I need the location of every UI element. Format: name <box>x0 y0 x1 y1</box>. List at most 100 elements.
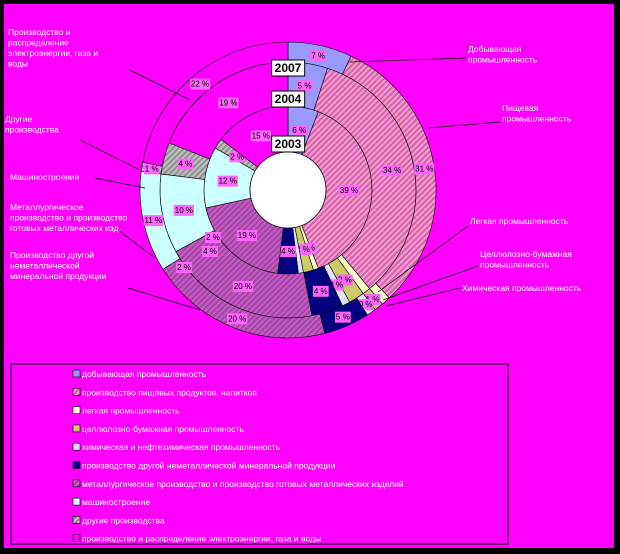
pct-label-2004-4: 0 % <box>329 280 343 289</box>
pct-label-2004-8: 4 % <box>178 160 192 169</box>
legend-swatch-7 <box>72 497 81 506</box>
legend-box <box>10 363 509 545</box>
pct-label-2003-6: 19 % <box>238 231 256 240</box>
legend-label-5: производство другой неметаллической мине… <box>82 461 336 471</box>
legend-swatch-3 <box>72 424 81 433</box>
callout-line-2 <box>377 225 469 293</box>
category-label-7: Машиностроение <box>10 172 80 182</box>
callout-line-5 <box>129 69 191 101</box>
callout-line-1 <box>427 121 501 129</box>
pct-label-bg-2003-5 <box>280 246 296 257</box>
legend-label-1: производство пищевых продуктов, напитков <box>82 387 257 397</box>
callout-line-4 <box>385 287 461 307</box>
callout-line-3 <box>382 265 479 301</box>
pct-label-bg-2004-6 <box>232 280 253 292</box>
legend-swatch-9 <box>72 534 81 543</box>
legend-swatch-6 <box>72 479 81 488</box>
extra-pct-label-1: 4 % <box>203 247 217 256</box>
legend-label-8: другие производства <box>82 515 165 525</box>
ring-year-2007: 2007 <box>275 61 302 75</box>
callout-line-8 <box>117 229 156 259</box>
pct-label-2004-3: 2 % <box>338 275 352 284</box>
pct-label-2007-6: 20 % <box>228 314 246 323</box>
doughnut-hole <box>249 151 327 229</box>
pct-label-bg-2003-7 <box>217 175 238 187</box>
pct-label-bg-2007-8 <box>143 163 160 175</box>
pct-label-2004-9: 19 % <box>219 98 237 107</box>
ring-year-box-2007 <box>271 59 306 77</box>
legend-label-9: производство и распределение электроэнер… <box>82 534 321 544</box>
pct-label-bg-2007-5 <box>334 311 351 323</box>
pct-label-2003-7: 12 % <box>219 177 237 186</box>
callout-line-6 <box>79 139 141 171</box>
callout-line-7 <box>94 177 146 189</box>
pct-label-2007-8: 1 % <box>145 164 159 173</box>
pct-label-2004-7: 10 % <box>175 206 193 215</box>
category-label-4: Химическая промышленность <box>462 283 582 293</box>
category-label-2: Легкая промышленность <box>470 216 569 226</box>
pct-label-bg-2004-9 <box>218 97 239 109</box>
legend-swatch-0 <box>72 369 81 378</box>
legend-swatch-1 <box>72 387 81 396</box>
extra-pct-label-bg-2 <box>176 262 192 273</box>
ring-year-2004: 2004 <box>275 92 302 106</box>
pct-label-2007-4: 0 % <box>359 300 373 309</box>
pct-label-bg-2003-9 <box>250 130 271 142</box>
legend-swatch-5 <box>72 461 81 469</box>
pct-label-bg-2003-6 <box>236 230 258 242</box>
pct-label-2004-5: 4 % <box>314 287 328 296</box>
pct-label-2007-9: 22 % <box>191 80 209 89</box>
ring-year-2003: 2003 <box>275 137 302 151</box>
pct-label-2007-7: 11 % <box>145 216 163 225</box>
pct-label-2007-5: 5 % <box>336 313 350 322</box>
pct-label-2003-1: 39 % <box>340 186 358 195</box>
pct-label-2003-8: 2 % <box>230 152 244 161</box>
pct-label-2004-6: 20 % <box>234 282 252 291</box>
legend-label-2: легкая промышленность <box>82 406 180 416</box>
pct-label-bg-2007-0 <box>310 50 327 62</box>
pct-label-2007-0: 7 % <box>311 51 325 60</box>
pct-label-2004-1: 34 % <box>383 166 401 175</box>
pct-label-2003-0: 6 % <box>292 126 306 135</box>
legend-label-0: добывающая промышленность <box>82 369 207 379</box>
callout-line-0 <box>349 57 467 63</box>
pct-label-bg-2004-1 <box>382 165 403 177</box>
pct-label-2003-5: 4 % <box>281 247 295 256</box>
pct-label-bg-2004-8 <box>177 158 194 170</box>
pct-label-bg-2003-8 <box>229 151 246 163</box>
legend-swatch-2 <box>72 406 81 414</box>
pct-label-bg-2007-1 <box>414 163 435 175</box>
extra-pct-label-bg-0 <box>205 232 221 243</box>
pct-label-bg-2003-1 <box>338 185 360 196</box>
legend-swatch-8 <box>72 516 81 524</box>
ring-year-box-2003 <box>271 135 306 153</box>
callout-line-9 <box>127 287 201 311</box>
pct-label-bg-2003-0 <box>291 125 308 137</box>
legend-label-3: целлюлозно-бумажная промышленность <box>82 424 244 434</box>
ring-year-box-2004 <box>271 90 306 108</box>
legend-label-6: металлургическое производство и производ… <box>82 479 404 489</box>
pct-label-2007-1: 31 % <box>415 164 433 173</box>
extra-pct-label-2: 2 % <box>177 263 191 272</box>
legend-label-7: машиностроение <box>82 497 150 507</box>
pct-label-2004-0: 5 % <box>298 81 312 90</box>
pct-label-bg-2004-3 <box>336 274 353 286</box>
pct-label-2003-3: 2 % <box>296 245 310 254</box>
segment-2007-9 <box>142 41 289 167</box>
pct-label-bg-2007-7 <box>143 215 164 227</box>
pct-label-bg-2004-4 <box>328 279 345 291</box>
pct-label-bg-2004-5 <box>312 285 329 297</box>
pct-label-bg-2007-6 <box>227 313 248 325</box>
pct-label-bg-2003-3 <box>294 244 311 256</box>
legend-swatch-4 <box>72 442 81 451</box>
pct-label-bg-2007-9 <box>189 78 211 90</box>
extra-pct-label-bg-1 <box>202 246 218 257</box>
pct-label-bg-2007-4 <box>357 299 374 311</box>
